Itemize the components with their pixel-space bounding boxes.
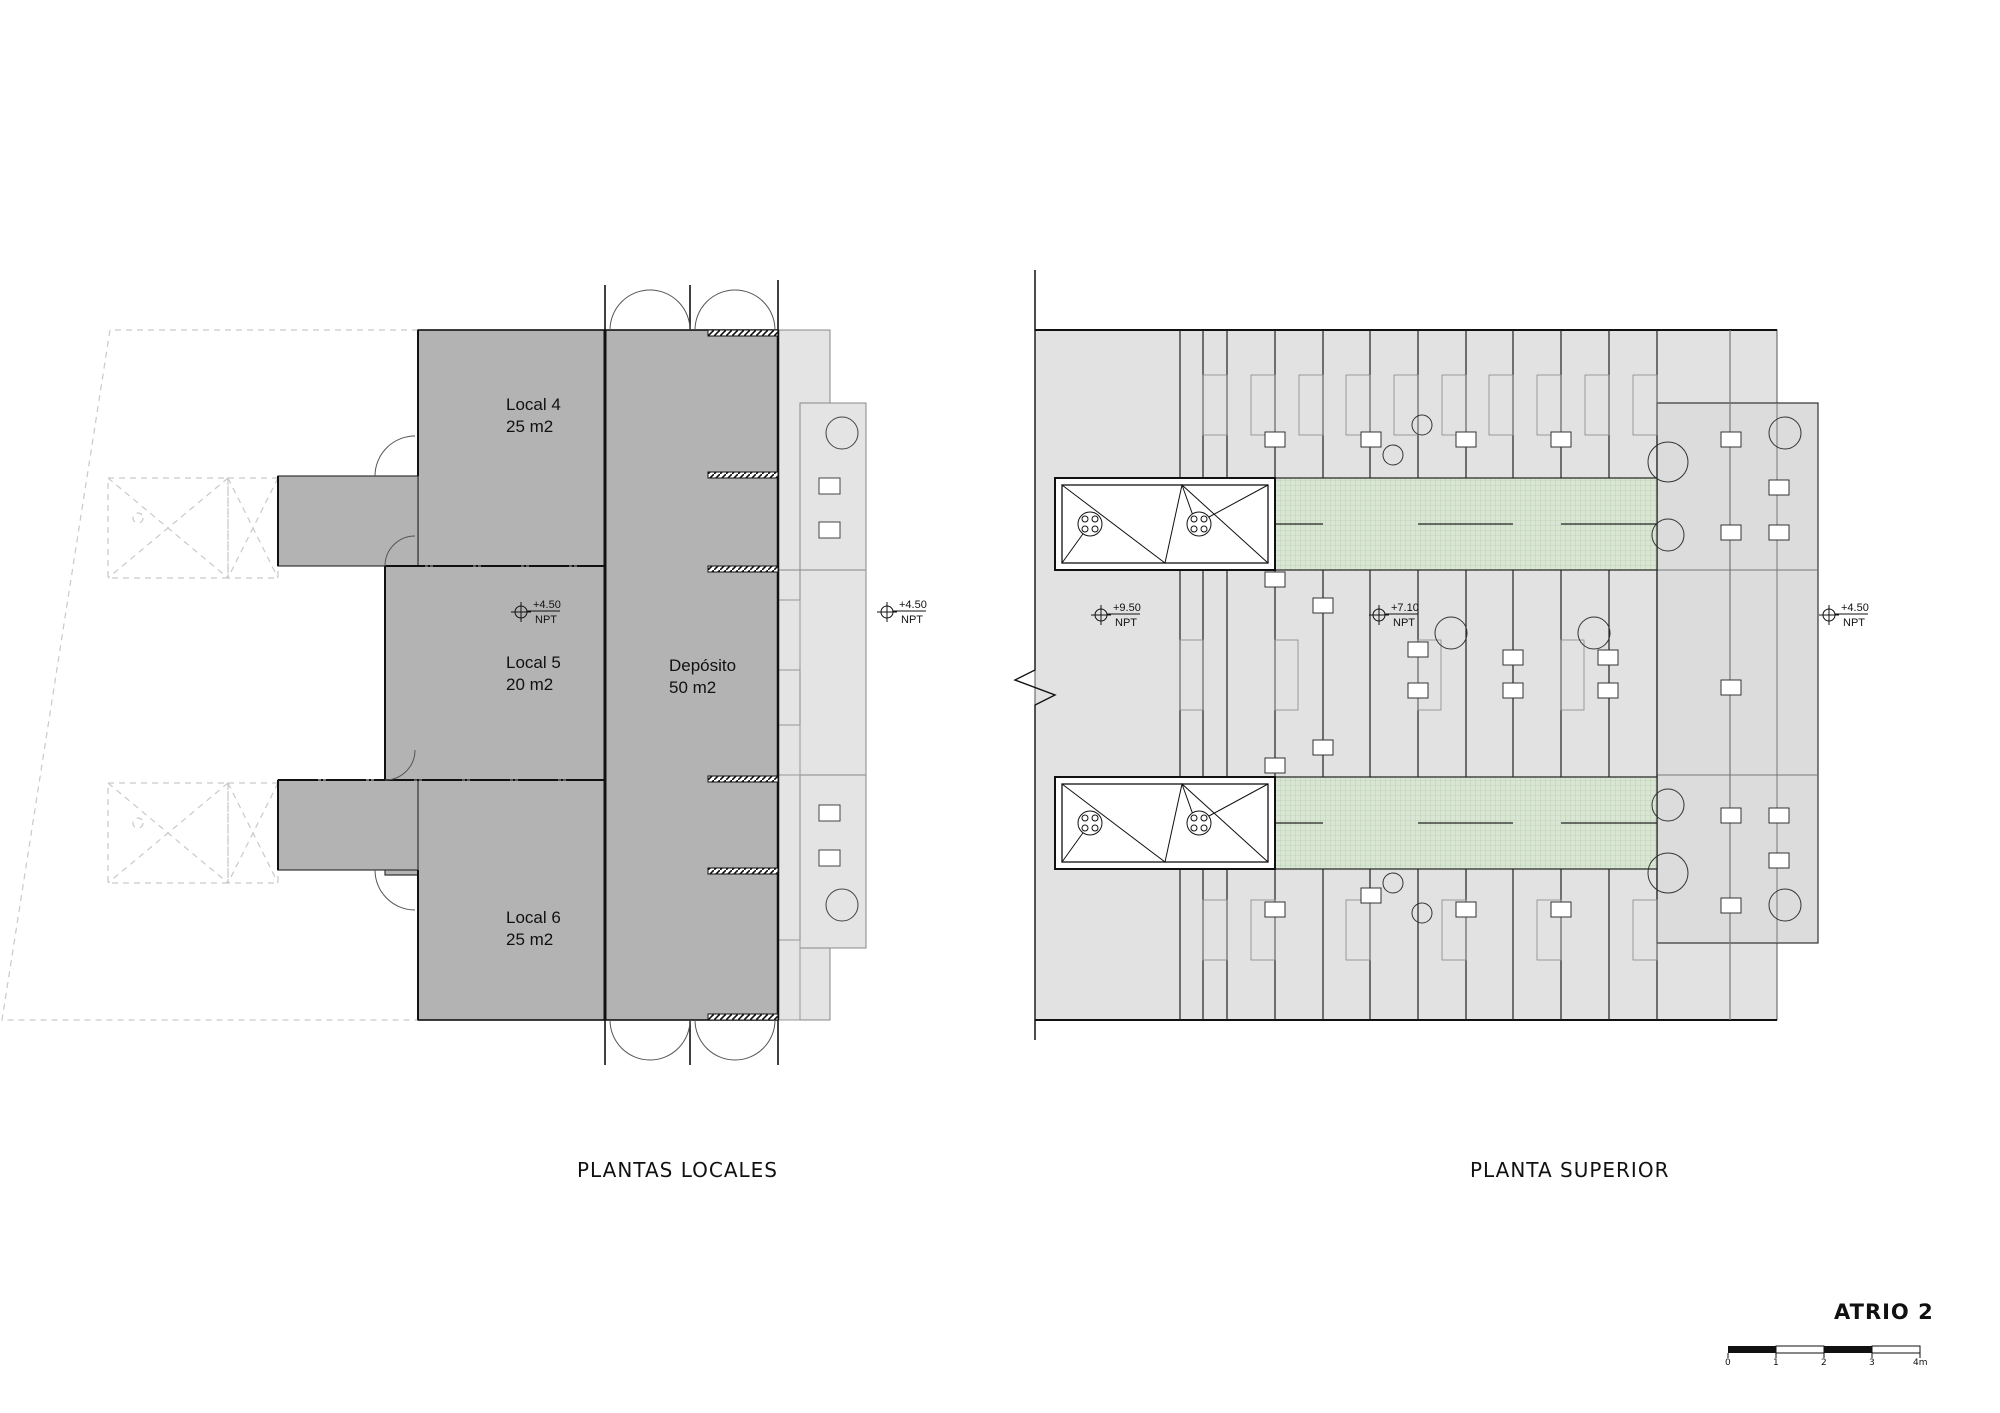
deposito-name: Depósito — [669, 656, 736, 675]
upper-floor-slab — [1034, 329, 1778, 1021]
level-ref: NPT — [535, 614, 557, 626]
level-value: +7.10 — [1391, 602, 1419, 614]
break-line — [1013, 330, 1057, 1020]
room-local-6-annex — [277, 779, 419, 871]
scale-bar: 0 1 2 3 4m — [1725, 1345, 1928, 1368]
room-deposito — [604, 329, 779, 1021]
local-6-area: 25 m2 — [506, 930, 553, 949]
local-6-name: Local 6 — [506, 908, 561, 927]
sheet-title: ATRIO 2 — [1834, 1300, 1934, 1324]
plan-superior: +9.50 NPT +7.10 NPT +4.50 NPT — [1013, 270, 1869, 1040]
level-marker-icon — [1369, 605, 1418, 625]
ghost-outline — [1, 329, 418, 1021]
level-marker-icon — [511, 602, 560, 622]
scale-tick-label: 2 — [1821, 1358, 1827, 1368]
plan-title-superior: PLANTA SUPERIOR — [1470, 1158, 1670, 1182]
level-ref: NPT — [1843, 617, 1865, 629]
floor-strips — [777, 329, 867, 1021]
walkway-joints — [1275, 523, 1657, 824]
scale-tick-label: 4m — [1913, 1358, 1928, 1368]
local-4-area: 25 m2 — [506, 417, 553, 436]
floor-subdivisions — [1179, 374, 1658, 961]
scale-tick-label: 0 — [1725, 1358, 1731, 1368]
level-value: +4.50 — [1841, 602, 1869, 614]
level-marker-icon — [1819, 605, 1868, 625]
deposito-area: 50 m2 — [669, 678, 716, 697]
plan-title-locales: PLANTAS LOCALES — [577, 1158, 778, 1182]
local-4-name: Local 4 — [506, 395, 561, 414]
rooms — [277, 329, 779, 1021]
level-marker-icon — [877, 602, 926, 622]
doors — [374, 280, 779, 1065]
level-ref: NPT — [901, 614, 923, 626]
planter-circles — [1382, 414, 1802, 924]
scale-tick-label: 3 — [1869, 1358, 1875, 1368]
room-local-4-annex — [277, 475, 419, 567]
level-value: +4.50 — [899, 599, 927, 611]
plan-locales: Local 4 25 m2 Local 5 20 m2 Local 6 25 m… — [1, 280, 927, 1065]
level-value: +9.50 — [1113, 602, 1141, 614]
seat-blocks — [1264, 431, 1790, 918]
local-5-area: 20 m2 — [506, 675, 553, 694]
scale-tick-label: 1 — [1773, 1358, 1779, 1368]
terrace — [1656, 402, 1819, 944]
fan-icon — [1077, 511, 1212, 836]
local-5-name: Local 5 — [506, 653, 561, 672]
level-value: +4.50 — [533, 599, 561, 611]
room-local-5 — [384, 565, 606, 781]
level-marker-icon — [1091, 605, 1140, 625]
shelving — [707, 329, 779, 1021]
level-ref: NPT — [1393, 617, 1415, 629]
level-ref: NPT — [1115, 617, 1137, 629]
